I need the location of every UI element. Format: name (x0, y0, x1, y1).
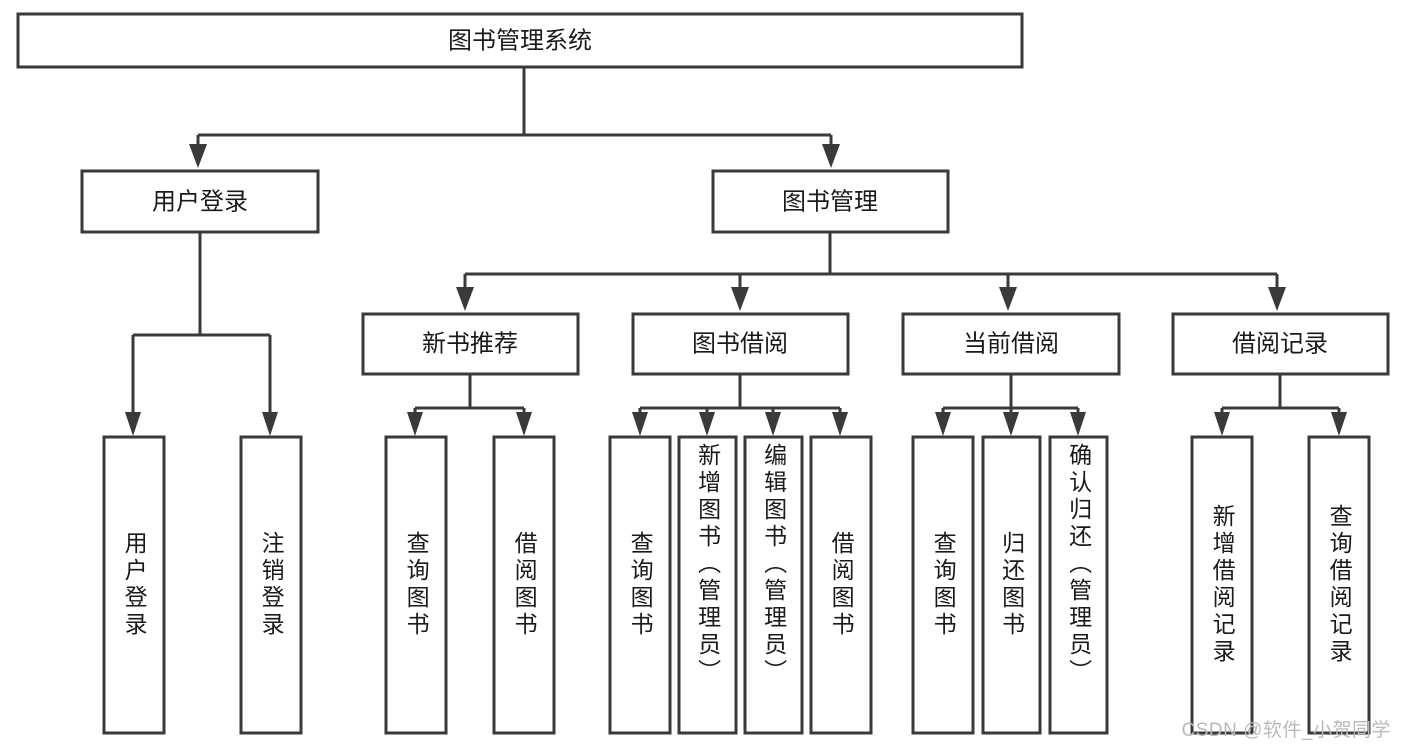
node-user-login[interactable]: 用户登录 (80, 169, 320, 234)
leaf-box-book-borrow-4[interactable] (809, 435, 873, 735)
node-new-book-recommend[interactable]: 新书推荐 (361, 312, 580, 376)
leaf-box-book-borrow-2[interactable] (677, 435, 738, 735)
node-book-borrow[interactable]: 图书借阅 (631, 312, 850, 376)
leaf-box-new-book-1[interactable] (384, 435, 448, 735)
node-book-management[interactable]: 图书管理 (711, 169, 950, 234)
node-book-management-label: 图书管理 (782, 188, 878, 215)
arrowhead-bb-leaf-2 (699, 412, 715, 436)
node-root-box[interactable] (16, 12, 1024, 69)
watermark-text: CSDN @软件_小贺同学 (1181, 720, 1391, 741)
node-book-management-box[interactable] (711, 169, 950, 234)
leaf-box-user-login-1[interactable] (102, 435, 166, 735)
node-current-borrow-box[interactable] (901, 312, 1121, 376)
node-user-login-label: 用户登录 (152, 188, 248, 215)
node-borrow-record[interactable]: 借阅记录 (1171, 312, 1390, 376)
leaf-box-borrow-record-2[interactable] (1307, 435, 1371, 735)
node-current-borrow-label: 当前借阅 (963, 330, 1059, 357)
arrowhead-br-leaf-1 (1214, 412, 1230, 436)
leaf-box-user-login-2[interactable] (239, 435, 303, 735)
arrowhead-cb-leaf-2 (1003, 412, 1019, 436)
node-book-borrow-box[interactable] (631, 312, 850, 376)
leaf-box-book-borrow-3[interactable] (743, 435, 804, 735)
node-new-book-recommend-label: 新书推荐 (422, 330, 518, 357)
arrowhead-cb-leaf-3 (1070, 412, 1086, 436)
node-root[interactable]: 图书管理系统 (16, 12, 1024, 69)
leaf-box-current-borrow-2[interactable] (981, 435, 1042, 735)
arrowhead-login (189, 144, 207, 168)
arrowhead-borrow-record (1268, 287, 1286, 311)
arrowhead-login-leaf-1 (125, 412, 141, 436)
arrowhead-bb-leaf-3 (765, 412, 781, 436)
node-book-borrow-label: 图书借阅 (692, 330, 788, 357)
leaf-box-book-borrow-1[interactable] (608, 435, 672, 735)
arrowhead-book-borrow (731, 287, 749, 311)
arrowhead-bb-leaf-4 (832, 412, 848, 436)
arrowhead-bookmgmt (822, 144, 840, 168)
leaf-box-current-borrow-3[interactable] (1048, 435, 1109, 735)
arrowhead-new-book (456, 287, 474, 311)
node-current-borrow[interactable]: 当前借阅 (901, 312, 1121, 376)
arrowhead-nb-leaf-1 (407, 412, 423, 436)
node-new-book-recommend-box[interactable] (361, 312, 580, 376)
arrowhead-current-borrow (999, 287, 1017, 311)
arrowhead-nb-leaf-2 (516, 412, 532, 436)
arrowhead-bb-leaf-1 (632, 412, 648, 436)
leaf-box-new-book-2[interactable] (492, 435, 556, 735)
arrowhead-br-leaf-2 (1331, 412, 1347, 436)
leaf-box-current-borrow-1[interactable] (911, 435, 975, 735)
arrowhead-login-leaf-2 (262, 412, 278, 436)
leaf-box-borrow-record-1[interactable] (1190, 435, 1254, 735)
arrowhead-cb-leaf-1 (935, 412, 951, 436)
node-borrow-record-box[interactable] (1171, 312, 1390, 376)
node-root-label: 图书管理系统 (448, 27, 592, 54)
node-borrow-record-label: 借阅记录 (1232, 330, 1328, 357)
